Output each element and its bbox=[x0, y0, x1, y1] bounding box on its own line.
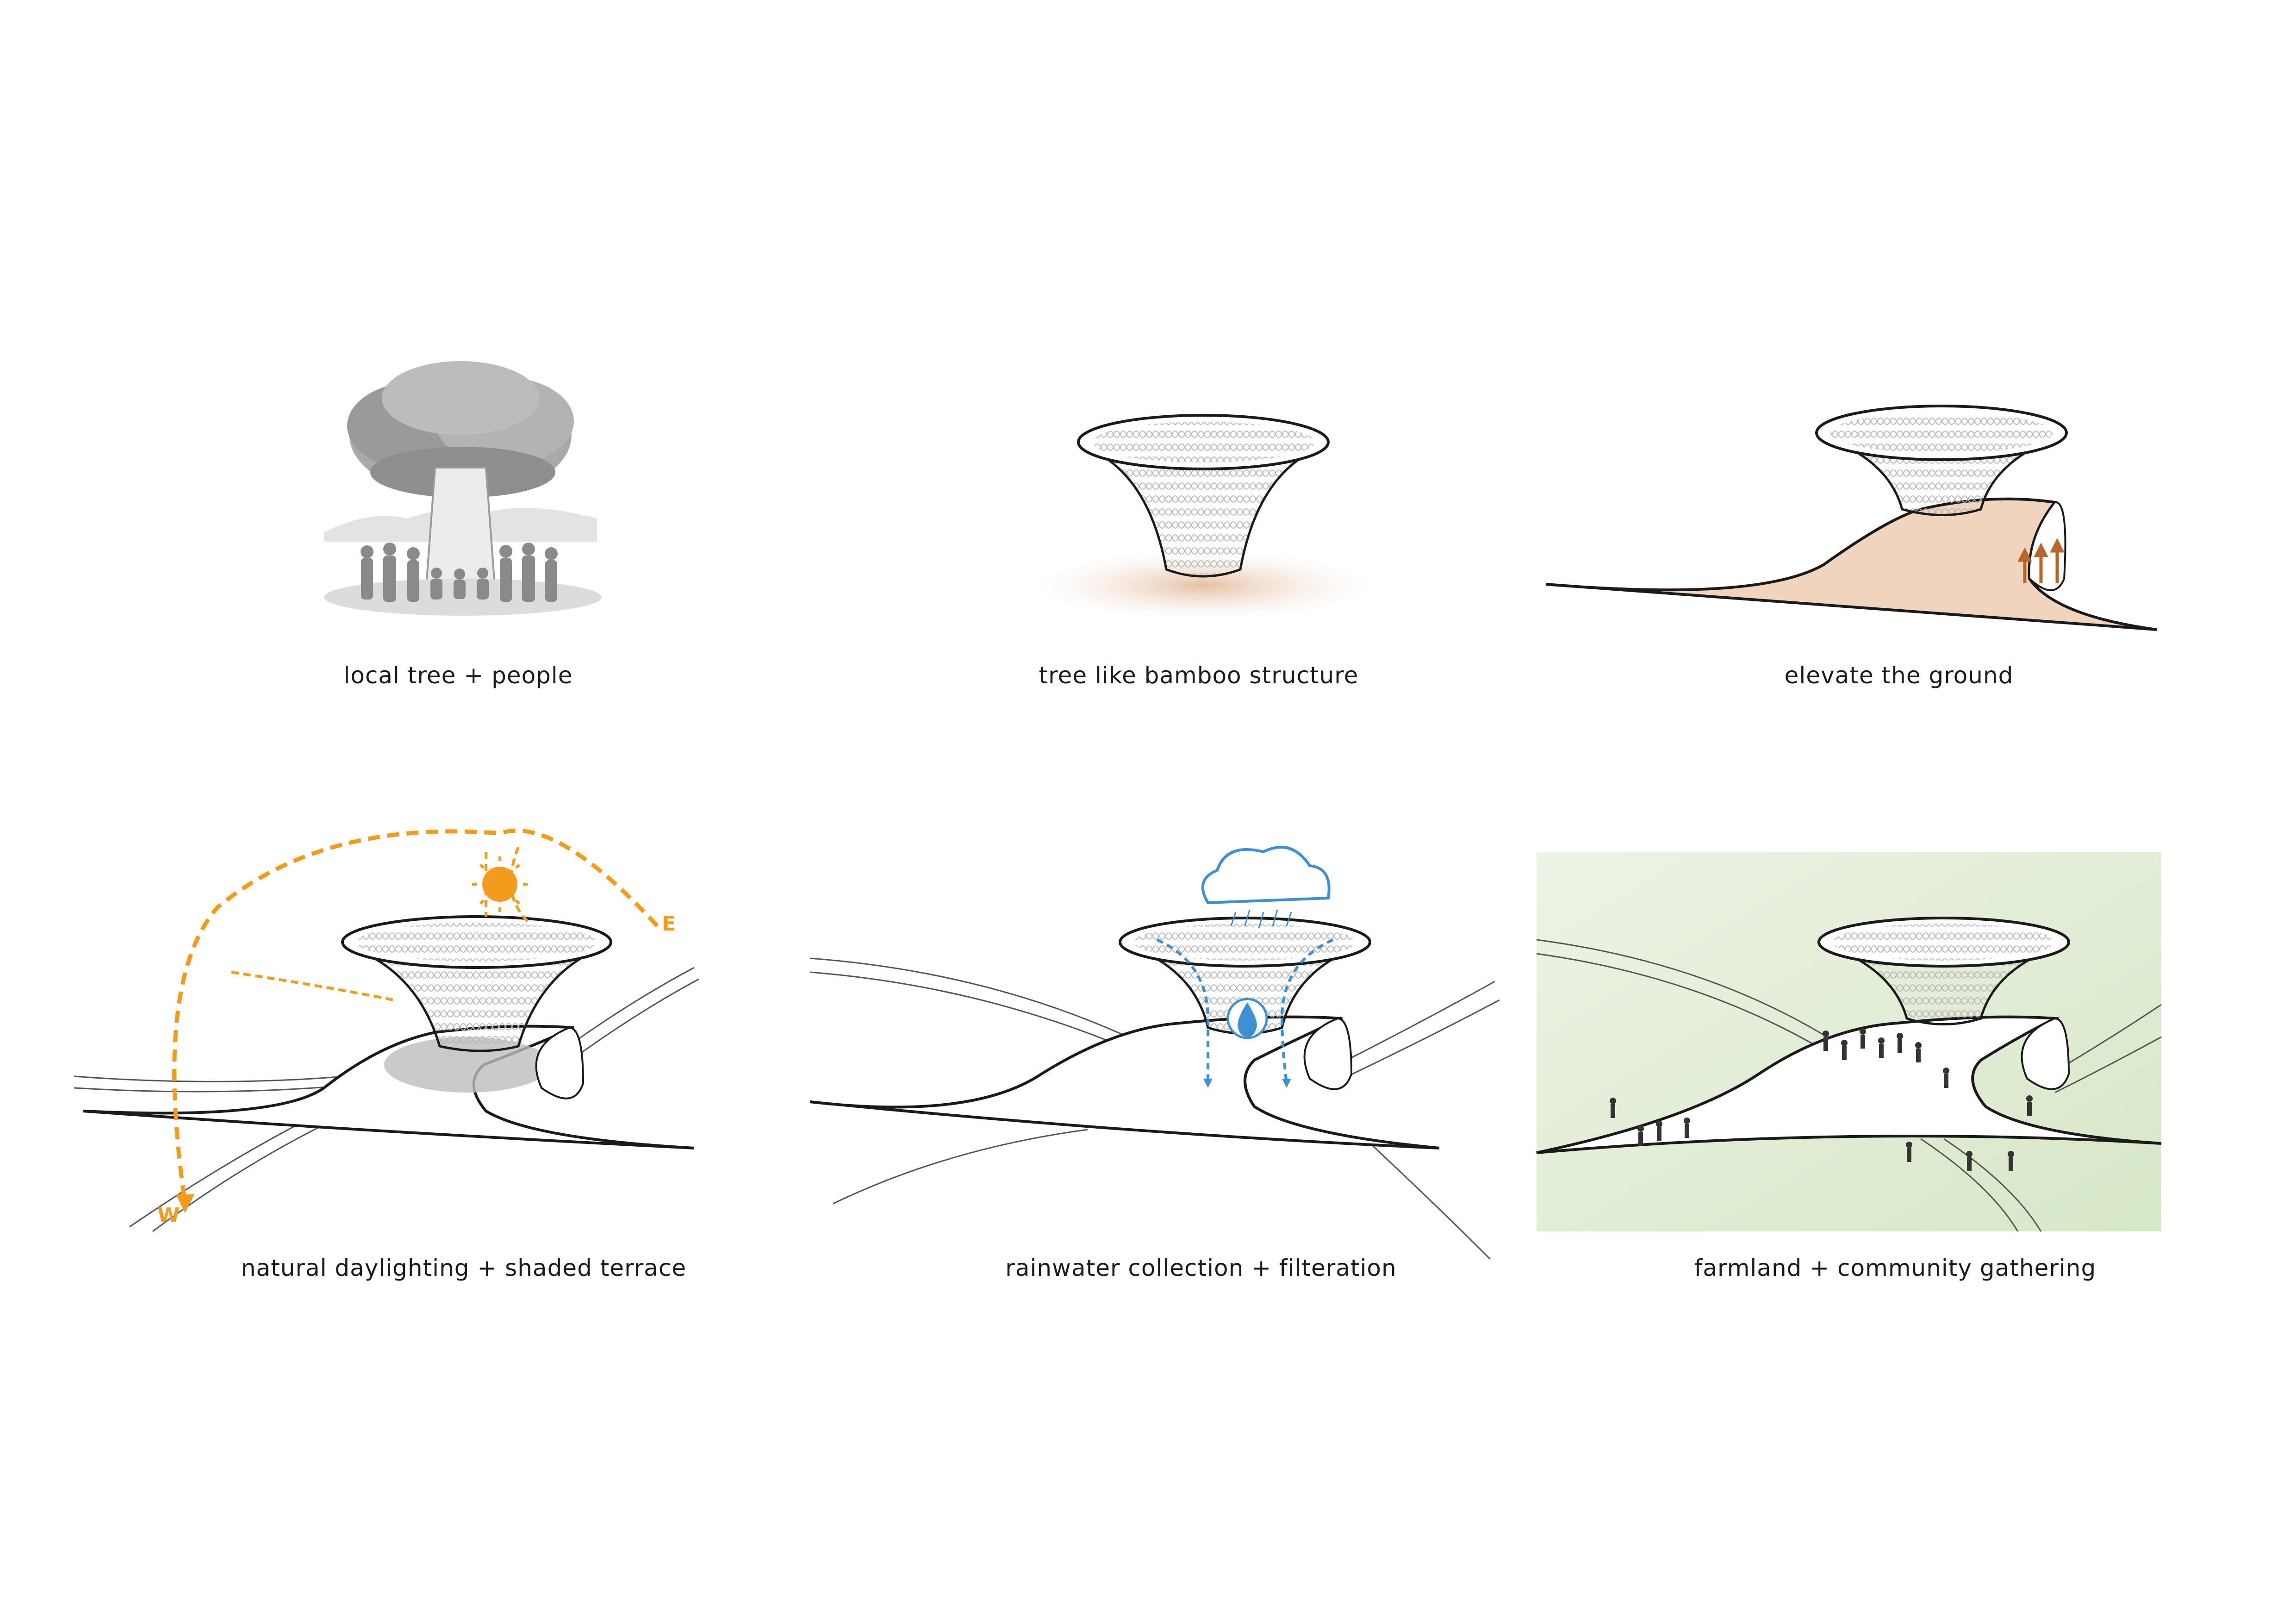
water-flow-arrows bbox=[1156, 938, 1334, 1084]
caption-rainwater: rainwater collection + filteration bbox=[1005, 1255, 1397, 1281]
ramp-wall bbox=[535, 1026, 585, 1099]
people-group bbox=[361, 543, 558, 602]
shaded-terrace bbox=[384, 1037, 551, 1093]
daylighting-illustration: E W bbox=[74, 828, 699, 1232]
ramp-wall bbox=[1303, 1017, 1353, 1090]
rainwater-illustration bbox=[809, 846, 1500, 1260]
bamboo-structure-illustration bbox=[1037, 414, 1370, 620]
caption-elevate-ground: elevate the ground bbox=[1784, 662, 2014, 689]
site-paths bbox=[1536, 939, 2162, 1232]
sun-west-label: W bbox=[157, 1204, 180, 1227]
panel-rainwater: rainwater collection + filteration bbox=[764, 787, 1527, 1343]
ground-shadow bbox=[1037, 551, 1370, 620]
caption-local-tree: local tree + people bbox=[343, 662, 573, 689]
ramp-wall bbox=[2021, 1017, 2070, 1090]
elevation-arrows bbox=[2017, 538, 2065, 583]
sun-path-arc bbox=[172, 828, 659, 1204]
panel-bamboo-structure: tree like bamboo structure bbox=[764, 0, 1527, 764]
tree-illustration bbox=[324, 361, 602, 616]
water-drop-icon bbox=[1238, 1002, 1257, 1037]
bamboo-funnel bbox=[1078, 443, 1329, 578]
panel-local-tree: local tree + people bbox=[0, 0, 764, 764]
caption-farmland: farmland + community gathering bbox=[1694, 1255, 2097, 1281]
farmland-illustration bbox=[1536, 852, 2162, 1232]
terrace-ground bbox=[1536, 1015, 2162, 1154]
rain-icon bbox=[1230, 909, 1292, 929]
elevated-ground-illustration bbox=[1545, 405, 2157, 631]
cloud-icon bbox=[1201, 846, 1331, 905]
caption-bamboo-structure: tree like bamboo structure bbox=[1039, 662, 1359, 689]
bamboo-funnel bbox=[342, 943, 611, 1052]
terrace-ground bbox=[809, 1015, 1440, 1149]
sun-icon bbox=[482, 867, 517, 902]
caption-daylighting: natural daylighting + shaded terrace bbox=[241, 1255, 687, 1281]
panel-elevate-ground: elevate the ground bbox=[1527, 0, 2296, 764]
panel-daylighting: E W natural daylighting + shaded terrace bbox=[0, 787, 764, 1343]
panel-farmland: farmland + community gathering bbox=[1527, 787, 2296, 1343]
people-figures bbox=[1610, 1028, 2033, 1171]
sun-east-label: E bbox=[662, 912, 676, 936]
